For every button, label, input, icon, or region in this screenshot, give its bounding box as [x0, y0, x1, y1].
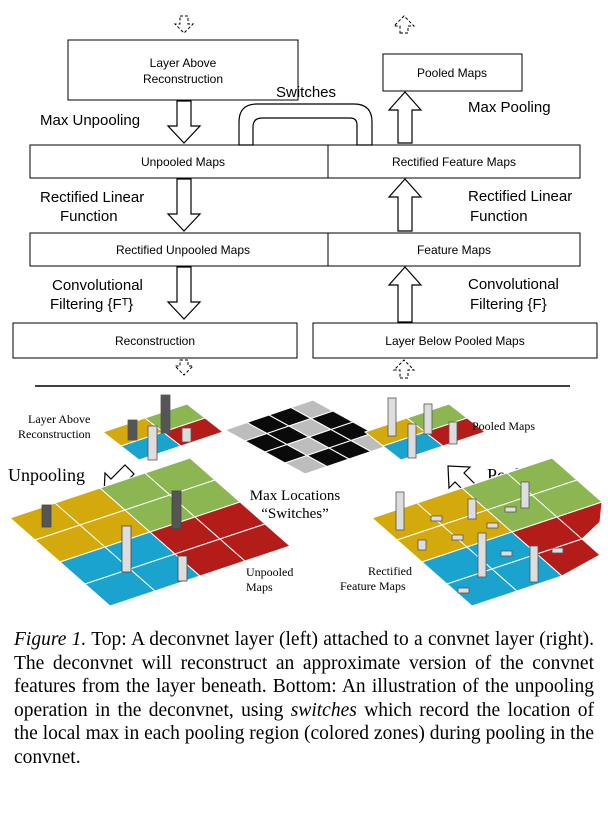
arrow-rectified-linear-left	[166, 178, 202, 232]
layer-below-pooled-maps-box	[312, 322, 598, 359]
bottom-unpooled-line1: Unpooled	[246, 565, 293, 579]
pooled-maps-box	[382, 53, 523, 92]
layer-below-pooled-maps-text: Layer Below Pooled Maps	[385, 334, 524, 348]
figure-caption: Figure 1. Top: A deconvnet layer (left) …	[14, 628, 594, 769]
conv-filtering-left-line1: Convolutional	[52, 277, 143, 294]
caption-switches-word: switches	[290, 699, 357, 721]
dashed-arrow-top-right	[392, 15, 416, 34]
switches-checkerboard	[223, 399, 395, 475]
switches-label: Switches	[276, 84, 336, 101]
arrow-rectified-linear-right	[387, 178, 423, 232]
dashed-arrow-bottom-left	[173, 359, 195, 376]
conv-filtering-left-line2: Filtering {Fᵀ}	[50, 296, 133, 313]
max-locations-line1: Max Locations	[250, 488, 341, 504]
caption-text-1: Top: A deconvnet layer (left) attached t…	[14, 629, 594, 721]
reconstruction-text: Reconstruction	[115, 334, 195, 348]
rectified-feature-grid	[371, 457, 603, 607]
feature-maps-text: Feature Maps	[417, 243, 491, 257]
pooled-maps-bars	[387, 397, 458, 459]
dashed-arrow-bottom-right	[392, 359, 416, 379]
rectified-linear-left-line1: Rectified Linear	[40, 189, 144, 206]
unpooled-bars	[41, 490, 188, 582]
rectified-linear-right-line1: Rectified Linear	[468, 188, 572, 205]
unpooled-maps-text: Unpooled Maps	[141, 155, 225, 169]
reconstruction-box	[12, 322, 298, 359]
rectified-feature-maps-text: Rectified Feature Maps	[392, 155, 516, 169]
max-pooling-label: Max Pooling	[468, 99, 551, 116]
layer-above-reconstruction-box	[67, 39, 299, 101]
unpooled-maps-box	[29, 144, 338, 179]
layer-above-bars	[127, 394, 192, 461]
rectified-linear-right-line2: Function	[470, 208, 528, 225]
feature-maps-box	[327, 232, 581, 267]
pooled-maps-text: Pooled Maps	[417, 66, 487, 80]
bottom-layer-above-line2: Reconstruction	[18, 427, 91, 441]
caption-text-2: which record the location of the local m…	[14, 699, 594, 768]
conv-filtering-right-line1: Convolutional	[468, 276, 559, 293]
rectified-feature-maps-box	[327, 144, 581, 179]
layer-above-line1: Layer Above	[150, 56, 217, 70]
bottom-layer-above-line1: Layer Above	[28, 412, 90, 426]
rectified-unpooled-maps-box	[29, 232, 338, 267]
bottom-unpooled-line2: Maps	[246, 580, 273, 594]
figure-diagram: Layer Above Reconstruction Max Unpooling…	[8, 15, 603, 607]
rectified-feature-bars	[395, 481, 564, 594]
bottom-rectified-line2: Feature Maps	[340, 579, 406, 593]
arrow-conv-filtering-right	[387, 266, 423, 323]
conv-filtering-right-line2: Filtering {F}	[470, 296, 547, 313]
rectified-unpooled-maps-text: Rectified Unpooled Maps	[116, 243, 250, 257]
bottom-rectified-line1: Rectified	[368, 564, 412, 578]
layer-above-line2: Reconstruction	[143, 72, 223, 86]
arrow-max-pooling	[387, 91, 423, 144]
arrow-conv-filtering-left	[166, 266, 202, 320]
arrow-max-unpooling	[166, 100, 202, 144]
unpooling-label: Unpooling	[8, 465, 85, 485]
switches-pipe	[238, 103, 373, 146]
bottom-pooled-maps: Pooled Maps	[472, 419, 535, 433]
figure-label: Figure 1.	[14, 629, 87, 650]
dashed-arrow-top-left	[173, 15, 195, 34]
max-unpooling-label: Max Unpooling	[40, 112, 140, 129]
max-locations-line2: “Switches”	[261, 506, 328, 522]
rectified-linear-left-line2: Function	[60, 208, 118, 225]
